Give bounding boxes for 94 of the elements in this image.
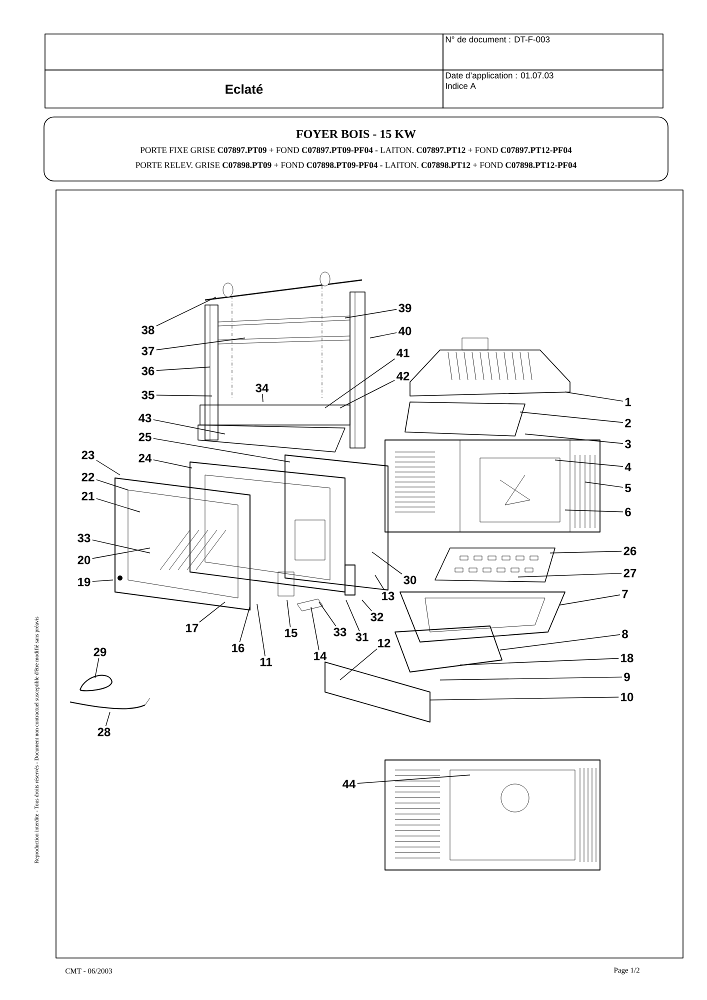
callout-number: 13 [382,592,394,600]
callout-number: 21 [82,492,94,500]
leader-line [346,600,360,632]
leader-line [500,634,620,650]
leader-line [96,460,120,476]
leader-line [156,394,212,396]
callout-number: 41 [396,348,410,358]
callout-number: 12 [378,638,390,648]
leader-line [153,419,226,434]
callout-number: 3 [624,440,631,448]
callout-number: 16 [232,644,244,652]
leader-line [520,412,624,423]
leader-line [94,658,100,678]
callout-number: 19 [78,578,90,586]
callout-number: 30 [404,576,416,584]
leader-line [564,510,624,512]
leader-line [460,658,619,666]
leader-line [239,606,250,642]
leader-line [153,459,192,468]
leader-line [92,540,150,554]
leader-line [262,394,264,402]
callout-number: 11 [260,658,272,666]
callout-number: 32 [370,612,384,622]
callout-number: 36 [142,366,154,376]
leader-line [372,552,402,574]
leader-line [286,600,291,628]
callout-number: 23 [82,450,94,460]
leader-line [357,774,470,784]
leader-line [524,434,624,444]
leader-line [340,648,378,680]
leader-line [374,574,385,590]
leader-line [430,696,619,700]
leader-line [340,380,395,408]
leader-line [156,296,216,326]
callout-number: 1 [625,398,631,406]
callout-number: 22 [82,472,94,482]
leader-line [105,712,110,726]
callout-number: 2 [625,418,631,428]
callout-number: 14 [314,652,327,660]
callout-number: 9 [624,672,630,682]
callout-number: 37 [142,346,154,356]
leader-line [318,602,336,626]
callout-number: 34 [256,384,269,392]
leader-line [156,338,246,350]
leader-line [518,572,622,578]
callout-number: 4 [624,462,632,472]
table-cell: N° de document : DT-F-003 [442,34,664,70]
callout-number: 25 [138,432,152,442]
leader-line [584,482,624,488]
leader-line [96,498,140,512]
callout-number: 18 [621,654,634,662]
leader-line [96,479,128,490]
callout-number: 6 [625,508,631,516]
callout-number: 17 [186,624,198,632]
leader-line [550,550,622,554]
callout-number: 28 [98,728,110,736]
leader-line [199,602,226,623]
callout-number: 27 [624,568,636,578]
callout-number: 20 [78,556,90,564]
callout-number: 8 [622,630,628,638]
callout-number: 7 [622,590,628,598]
leader-line [344,309,397,318]
leader-line [310,606,320,651]
callout-number: 29 [94,648,106,656]
callout-number: 43 [138,414,152,422]
callout-number: 24 [138,454,152,462]
callout-number: 10 [621,692,634,702]
leader-line [560,594,620,606]
callout-number: 39 [398,304,412,312]
leader-line [256,604,266,657]
leader-line [440,676,622,680]
leader-line [554,460,624,467]
callout-number: 40 [398,326,412,336]
leader-line [92,580,114,582]
leader-line [370,332,397,338]
title-box: FOYER BOIS - 15 KW PORTE FIXE GRISE C07897.PT09 + FOND C07897.PT09-PF04 - LAITON. C07897.PT12 + FOND C07897.PT12-PF04 PORTE RELEV. GRISE C07898.PT09 + FOND C07898.PT09-PF04 - LAITON. C07898.PT12 + FOND C07898.PT12-PF04 [44,116,668,182]
callout-number: 44 [342,780,356,788]
callout-number: 38 [142,326,154,334]
leader-line [362,600,372,612]
callout-number: 5 [625,484,631,492]
leader-line [153,438,290,462]
leader-line [324,358,396,408]
leader-line [92,548,150,559]
leader-line [564,392,624,402]
callout-number: 33 [78,534,90,542]
table-cell: Eclaté [44,70,444,108]
callout-number: 26 [624,546,636,556]
table-cell: Date d’application : 01.07.03 Indice A [442,70,664,108]
callout-number: 35 [142,390,154,400]
callout-number: 31 [356,632,368,642]
callout-number: 42 [396,372,410,380]
callout-number: 33 [334,628,346,636]
leader-line [156,366,210,371]
callout-number: 15 [285,628,298,638]
